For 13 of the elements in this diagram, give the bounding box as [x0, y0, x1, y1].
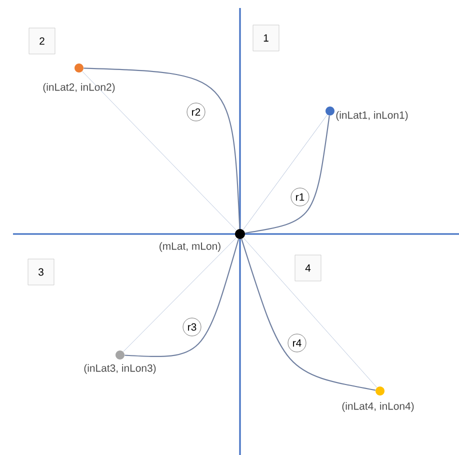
edge-label: r2	[186, 102, 206, 122]
coordinate-label: (inLat4, inLon4)	[342, 402, 414, 412]
coordinate-label: (inLat3, inLon3)	[84, 364, 156, 374]
edge-label: r3	[182, 318, 202, 336]
quadrant-box: 3	[28, 258, 54, 286]
coordinate-label: (mLat, mLon)	[160, 242, 220, 252]
coordinate-label: (inLat2, inLon2)	[43, 83, 115, 93]
edge-label: r4	[288, 334, 306, 352]
coordinate-label: (inLat1, inLon1)	[336, 111, 408, 121]
edge-label: r1	[290, 188, 310, 206]
quadrant-box: 2	[28, 28, 56, 54]
quadrant-box: 4	[294, 254, 322, 282]
quadrant-box: 1	[252, 24, 280, 52]
